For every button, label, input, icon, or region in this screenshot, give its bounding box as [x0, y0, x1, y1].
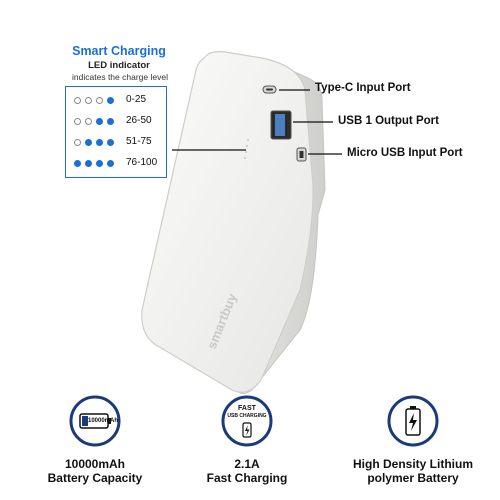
fast-charging-label: Fast Charging — [206, 471, 288, 485]
usb-output-port — [270, 110, 292, 140]
feature-fast-charging: FAST USB CHARGING 2.1A Fast Charging — [172, 395, 322, 485]
led-range-label: 26-50 — [126, 115, 152, 126]
fast-charging-value: 2.1A — [234, 457, 260, 471]
usb1-port-label: USB 1 Output Port — [338, 115, 439, 127]
fast-icon-text-1: FAST — [238, 405, 256, 412]
led-title: Smart Charging — [72, 44, 166, 58]
fast-icon-text-2: USB CHARGING — [227, 413, 267, 419]
lithium-line-1: High Density Lithium — [353, 457, 473, 471]
led-dot-on — [107, 97, 114, 104]
led-dot-off — [96, 97, 103, 104]
led-range-label: 0-25 — [126, 94, 147, 105]
led-dot-on — [107, 118, 114, 125]
capacity-value: 10000mAh — [64, 457, 126, 471]
led-subtitle: LED indicator — [88, 60, 150, 71]
led-dot-on — [85, 160, 92, 167]
led-row: 0-25 — [70, 93, 164, 109]
micro-usb-port-label: Micro USB Input Port — [347, 147, 463, 159]
led-dot-on — [85, 139, 92, 146]
fast-charging-icon: FAST USB CHARGING — [221, 395, 273, 447]
type-c-port-label: Type-C Input Port — [315, 82, 411, 94]
led-range-label: 76-100 — [126, 157, 158, 168]
type-c-port — [262, 85, 277, 94]
led-row: 76-100 — [70, 156, 164, 172]
capacity-label: Battery Capacity — [47, 471, 143, 485]
battery-icon: 10000mAh — [69, 395, 121, 447]
micro-usb-port — [296, 147, 307, 162]
led-row: 51-75 — [70, 135, 164, 151]
led-dot-off — [74, 118, 81, 125]
led-dot-on — [96, 139, 103, 146]
led-row: 26-50 — [70, 114, 164, 130]
led-dot-on — [107, 139, 114, 146]
led-dot-on — [96, 160, 103, 167]
lithium-battery-icon — [387, 395, 439, 447]
lithium-line-2: polymer Battery — [367, 471, 459, 485]
led-dot-on — [107, 160, 114, 167]
led-dot-off — [85, 118, 92, 125]
feature-lithium: High Density Lithium polymer Battery — [338, 395, 488, 485]
led-caption: indicates the charge level — [72, 72, 168, 82]
led-dot-off — [74, 139, 81, 146]
led-dot-on — [96, 118, 103, 125]
feature-capacity: 10000mAh 10000mAh Battery Capacity — [20, 395, 170, 485]
led-dot-off — [85, 97, 92, 104]
led-indicator-box: 0-25 26-50 51-75 76-100 — [65, 86, 167, 178]
led-dot-on — [74, 160, 81, 167]
battery-icon-text: 10000mAh — [87, 418, 119, 424]
led-range-label: 51-75 — [126, 136, 152, 147]
led-dot-off — [74, 97, 81, 104]
